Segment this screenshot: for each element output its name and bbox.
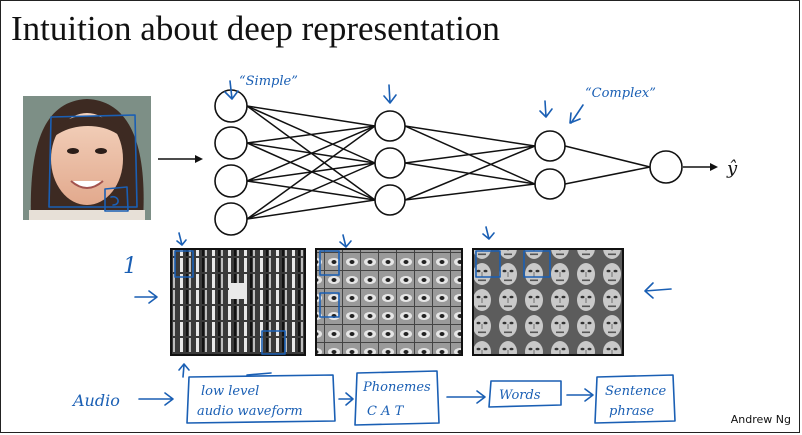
edge-l2-n1-to-n0 [564, 166, 651, 185]
edge-l2-n0-to-n0 [564, 145, 651, 168]
audio-arrow [138, 392, 174, 406]
edge-l0-n3-to-n2 [246, 199, 376, 220]
stage-box-phonemes [354, 370, 440, 426]
output-arrow [683, 163, 718, 171]
stage-box-words [488, 380, 562, 408]
face-annotation-boxes [48, 114, 138, 212]
left-grid-arrow [134, 290, 158, 304]
stage-sentence-line1: Sentence [605, 384, 667, 399]
edge-l0-n1-to-n0 [246, 125, 376, 144]
face-marker-arrow [482, 226, 495, 240]
complex-annotation: “Complex” [539, 86, 656, 124]
stage-box-waveform [186, 374, 336, 424]
neuron-layer1-2 [214, 126, 248, 160]
complex-label: “Complex” [585, 86, 656, 101]
slide-title: Intuition about deep representation [11, 9, 500, 48]
neuron-layer2-2 [374, 147, 406, 179]
stage-waveform-line1: low level [201, 384, 259, 399]
part-features-grid [315, 234, 463, 356]
network-edges [246, 105, 651, 220]
neuron-layer2-1 [374, 110, 406, 142]
neuron-layer2-3 [374, 184, 406, 216]
stage-box-sentence [594, 374, 676, 424]
edge-l0-n2-to-n0 [246, 125, 376, 182]
edge-marker-arrow [176, 232, 187, 246]
simple-label: “Simple” [239, 74, 298, 89]
edge-l0-n3-to-n0 [246, 125, 376, 220]
face-features-grid [472, 226, 624, 356]
edge-l0-n0-to-n0 [246, 105, 376, 127]
audio-label: Audio [71, 391, 120, 410]
neuron-layer4-1 [649, 150, 683, 184]
stage-phonemes-line1: Phonemes [362, 380, 431, 395]
arrow-to-sentence [566, 388, 594, 402]
neuron-layer3-2 [534, 168, 566, 200]
edge-l0-n3-to-n1 [246, 162, 376, 220]
edge-l1-n2-to-n1 [404, 183, 536, 201]
one-mark: 1 [123, 254, 137, 279]
arrow-to-phonemes [338, 392, 354, 406]
stage-phonemes-line2: C A T [367, 404, 405, 419]
input-arrow [158, 155, 203, 163]
stage-words-label: Words [499, 388, 541, 403]
audio-pipeline: Audio low level audio waveform Phonemes … [71, 370, 676, 426]
right-grid-arrow [644, 282, 672, 299]
part-marker-arrow [339, 234, 352, 248]
neuron-layer1-3 [214, 164, 248, 198]
neuron-layer3-1 [534, 130, 566, 162]
author-credit: Andrew Ng [730, 413, 791, 426]
output-label: ŷ [726, 158, 738, 179]
edge-l1-n0-to-n0 [404, 125, 536, 147]
edge-l1-n1-to-n0 [404, 145, 536, 164]
stage-waveform-line2: audio waveform [197, 404, 303, 419]
arrow-to-words [446, 390, 486, 404]
edge-features-grid [170, 232, 306, 356]
edge-l1-n2-to-n0 [404, 145, 536, 201]
up-arrow-to-grid [178, 363, 190, 378]
simple-annotation: “Simple” [224, 74, 298, 100]
layer2-marker-arrow [383, 84, 397, 104]
neuron-layer1-4 [214, 202, 248, 236]
stage-sentence-line2: phrase [609, 404, 654, 419]
